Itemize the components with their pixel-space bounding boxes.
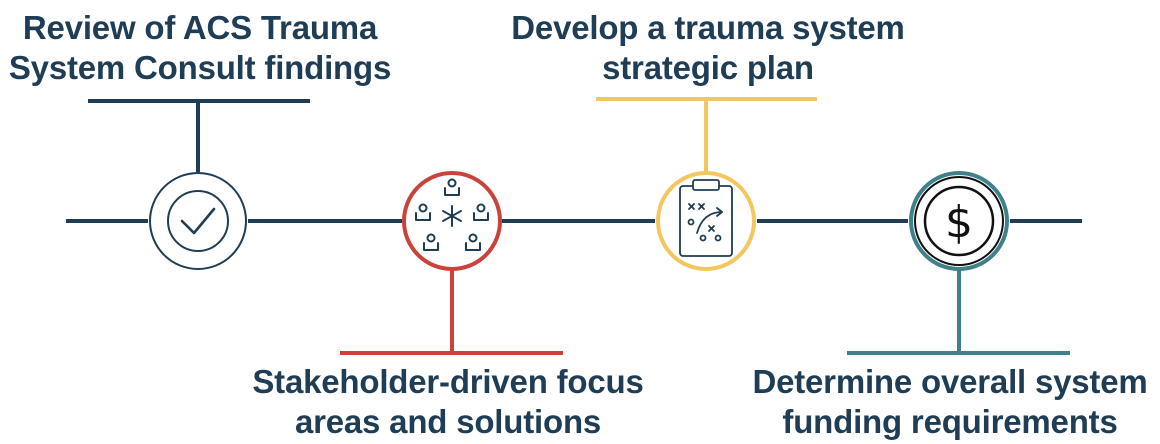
strategy-clipboard-icon bbox=[679, 179, 733, 257]
step-4-label-line-2: funding requirements bbox=[782, 403, 1118, 440]
step-3-label: Develop a trauma system strategic plan bbox=[478, 8, 938, 88]
step-2-label-line-1: Stakeholder-driven focus bbox=[252, 363, 644, 400]
step-2-label: Stakeholder-driven focus areas and solut… bbox=[228, 362, 668, 442]
step-1-connector bbox=[88, 99, 310, 172]
step-2-label-line-2: areas and solutions bbox=[294, 403, 602, 440]
step-1-label: Review of ACS Trauma System Consult find… bbox=[0, 8, 400, 88]
step-4-label: Determine overall system funding require… bbox=[740, 362, 1160, 442]
dollar-icon: $ bbox=[923, 185, 995, 257]
step-1-node bbox=[149, 172, 247, 270]
step-3-label-line-1: Develop a trauma system bbox=[511, 9, 905, 46]
svg-text:$: $ bbox=[945, 197, 973, 248]
step-3-node bbox=[656, 171, 756, 271]
step-4-label-line-1: Determine overall system bbox=[752, 363, 1148, 400]
step-3-connector bbox=[596, 97, 817, 172]
step-4-connector bbox=[847, 270, 1070, 355]
step-4-node: $ bbox=[909, 171, 1009, 271]
stakeholders-icon bbox=[415, 178, 489, 251]
step-1-label-line-2: System Consult findings bbox=[8, 49, 392, 86]
step-2-connector bbox=[340, 270, 563, 355]
step-3-label-line-2: strategic plan bbox=[602, 49, 814, 86]
step-2-node bbox=[402, 171, 502, 271]
checkmark-icon bbox=[167, 190, 229, 252]
step-1-label-line-1: Review of ACS Trauma bbox=[22, 9, 378, 46]
